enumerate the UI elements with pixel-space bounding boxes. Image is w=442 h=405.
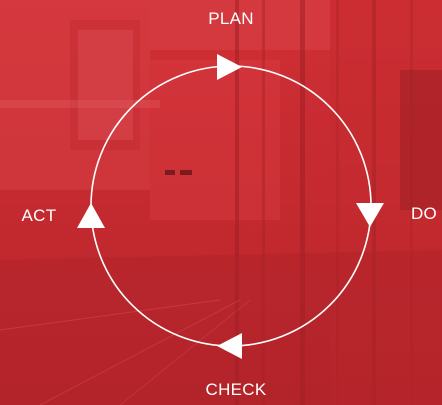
act-arrow-icon [77,203,105,228]
check-label: CHECK [205,380,267,399]
do-arrow-icon [356,203,384,227]
check-arrow-icon [217,333,242,359]
cycle-circle [90,65,372,347]
do-label: DO [410,204,438,223]
plan-label: PLAN [208,9,254,28]
plan-arrow-icon [217,54,242,80]
act-label: ACT [21,206,57,225]
